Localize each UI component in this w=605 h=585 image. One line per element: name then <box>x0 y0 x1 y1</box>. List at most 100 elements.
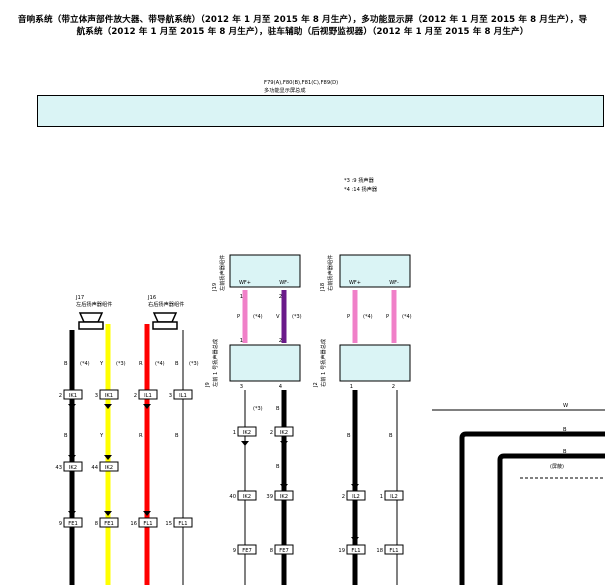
connector-fe7-a <box>237 544 257 555</box>
wire-code: B <box>64 433 68 439</box>
tweeter-pin: WF- <box>389 280 399 286</box>
pin-numbers: 2 3 2 3 43 44 9 8 16 15 1 2 40 39 9 8 2 … <box>55 294 395 554</box>
pin-number: 1 <box>233 430 236 436</box>
box-label: FE1 <box>68 521 78 527</box>
tweeter-pin-labels: WF+ WF- WF+ WF- <box>239 280 399 286</box>
wire-note: (*4) <box>253 314 263 320</box>
wire-note: (*3) <box>292 314 302 320</box>
title-line-2: 航系统（2012 年 1 月至 2015 年 8 月生产），驻车辅助（后视野监视… <box>76 27 529 37</box>
pin-number: 39 <box>266 494 273 500</box>
wire-note: (*4) <box>80 361 90 367</box>
pin-number: 16 <box>130 521 137 527</box>
connector-fl1-d <box>384 544 404 555</box>
connector-il1-b <box>173 389 193 400</box>
wire-code: B <box>563 427 567 433</box>
wire-right-b2 <box>497 453 605 585</box>
diagram-title: 音响系统（带立体声部件放大器、带导航系统）（2012 年 1 月至 2015 年… <box>0 14 605 38</box>
box-label: IL2 <box>352 494 360 500</box>
pin-number: 19 <box>338 548 345 554</box>
title-line-1: 音响系统（带立体声部件放大器、带导航系统）（2012 年 1 月至 2015 年… <box>17 15 588 25</box>
box-label: IK1 <box>105 393 113 399</box>
box-label: FE7 <box>279 548 289 554</box>
wire-code: B <box>175 361 179 367</box>
wire-code: Y <box>99 361 104 367</box>
pin-number: 3 <box>169 393 172 399</box>
box-label: IK2 <box>243 494 251 500</box>
wire-note: (*3) <box>189 361 199 367</box>
wire-note: (*4) <box>363 314 373 320</box>
box-label: IL1 <box>144 393 152 399</box>
shield-label: (屏蔽) <box>550 463 564 470</box>
front-speaker-j2-box <box>339 344 411 382</box>
wire-code: B <box>64 361 68 367</box>
pin-number: 3 <box>240 384 243 390</box>
box-label: IK2 <box>105 465 113 471</box>
box-label: IL1 <box>179 393 187 399</box>
connector-fl1-b <box>173 517 193 528</box>
tweeter-pin: WF+ <box>239 280 251 286</box>
box-label: FL1 <box>143 521 152 527</box>
wire-code: P <box>237 314 240 320</box>
wire-code: B <box>276 406 280 412</box>
pin-number: 1 <box>350 384 353 390</box>
pin-number: 43 <box>55 465 62 471</box>
box-label: FE1 <box>104 521 114 527</box>
box-label: IK2 <box>243 430 251 436</box>
speaker-j16-icon <box>152 312 178 330</box>
pin-number: 44 <box>91 465 98 471</box>
wire-code: R <box>139 433 143 439</box>
box-label: FL1 <box>351 548 360 554</box>
connector-ik2-e <box>237 490 257 501</box>
pin-number: 18 <box>376 548 383 554</box>
ecu-connectors-label: F79(A),F80(B),F81(C),F89(D) <box>264 80 339 86</box>
pin-number: 9 <box>59 521 62 527</box>
pin-number: 9 <box>233 548 236 554</box>
connector-ik2-c <box>237 426 257 437</box>
wire-code: R <box>139 361 143 367</box>
pin-number: 4 <box>279 384 283 390</box>
wire-runs <box>69 290 605 585</box>
connector-boxes <box>63 389 404 555</box>
connector-fl1-a <box>138 517 158 528</box>
pin-number: 2 <box>59 393 62 399</box>
connector-fe1-b <box>99 517 119 528</box>
tweeter-pin: WF- <box>279 280 289 286</box>
wire-variant-notes: (*4) (*3) (*4) (*3) (*4) (*3) (*4) (*4) … <box>80 314 564 470</box>
pin-number: 15 <box>165 521 172 527</box>
wire-code: Y <box>99 433 104 439</box>
pin-number: 2 <box>392 384 395 390</box>
box-label: IK2 <box>280 430 288 436</box>
front-speaker-j9-box <box>229 344 301 382</box>
speaker-j17-code: J17 <box>76 295 85 301</box>
wire-code: W <box>563 403 568 409</box>
box-label: FE7 <box>242 548 252 554</box>
connector-fl1-c <box>346 544 366 555</box>
tweeter-pin: WF+ <box>349 280 361 286</box>
pin-number: 3 <box>95 393 98 399</box>
box-label: FL1 <box>389 548 398 554</box>
wire-right-b1 <box>459 431 605 585</box>
connector-ik2-b <box>99 461 119 472</box>
connector-il1-a <box>138 389 158 400</box>
wire-note: (*3) <box>116 361 126 367</box>
pin-number: 2 <box>270 430 273 436</box>
wire-code: B <box>347 433 351 439</box>
wire-color-codes: B Y R B B Y R B P V P P B B B B W B B <box>64 314 568 470</box>
connector-labels: IK1 IK1 IL1 IL1 IK2 IK2 IK2 IK2 IL2 IL2 … <box>68 393 398 554</box>
wire-note: (*4) <box>155 361 165 367</box>
connector-il2-b <box>384 490 404 501</box>
connector-ik2-d <box>274 426 294 437</box>
connector-ik1-a <box>63 389 83 400</box>
wire-code: V <box>276 314 280 320</box>
connector-fe1-a <box>63 517 83 528</box>
pin-number: 1 <box>240 338 243 344</box>
box-label: IK2 <box>69 465 77 471</box>
connector-ik1-b <box>99 389 119 400</box>
wire-code: B <box>389 433 393 439</box>
box-label: IL2 <box>390 494 398 500</box>
tweeter-j18-box <box>339 254 411 288</box>
note-2: *4 :14 扬声器 <box>344 187 378 193</box>
wire-note: (*3) <box>253 406 263 412</box>
wire-code: P <box>386 314 389 320</box>
